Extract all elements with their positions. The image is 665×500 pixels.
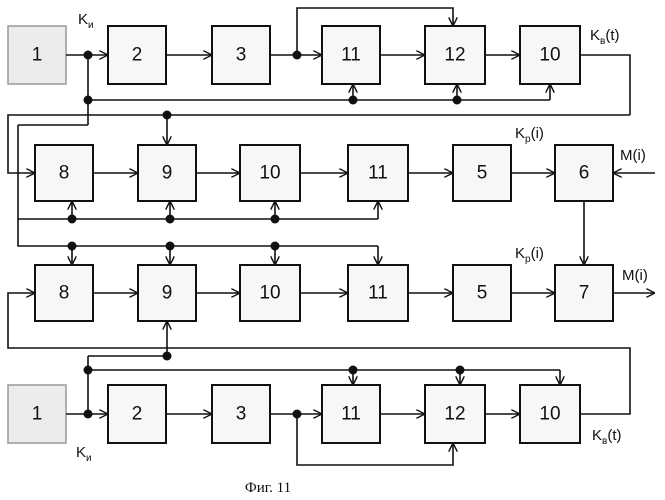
- block-r1-2-label: 2: [132, 45, 143, 66]
- row-3: 8 9 10 11 5 7: [8, 219, 655, 405]
- block-r2-8-label: 8: [59, 163, 70, 184]
- block-r4-11-label: 11: [341, 404, 361, 425]
- block-r3-7-label: 7: [579, 283, 590, 304]
- label-m-output: M(i): [622, 267, 648, 284]
- block-r1-12-label: 12: [444, 45, 465, 66]
- block-r1-10-label: 10: [539, 45, 560, 66]
- block-r1-3-label: 3: [236, 45, 247, 66]
- block-r2-5-label: 5: [477, 163, 488, 184]
- label-kr-row2: Kр(i): [515, 125, 544, 145]
- row-1: 1 2 3 11 12 10: [8, 8, 630, 115]
- block-r4-12-label: 12: [444, 404, 465, 425]
- block-r3-8-label: 8: [59, 283, 70, 304]
- block-r1-11-label: 11: [341, 45, 361, 66]
- block-r4-3-label: 3: [236, 404, 247, 425]
- block-r4-2-label: 2: [132, 404, 143, 425]
- block-r3-9-label: 9: [162, 283, 173, 304]
- row-2: 8 9 10 11 5 6: [8, 100, 655, 265]
- label-kr-row3: Kр(i): [515, 245, 544, 265]
- figure-caption: Фиг. 11: [245, 480, 291, 496]
- label-kv-bottom: Kв(t): [592, 427, 622, 447]
- block-r4-1-label: 1: [32, 404, 43, 425]
- block-r1-1-label: 1: [32, 45, 43, 66]
- label-ki-bottom: Kи: [76, 444, 92, 464]
- block-r2-11-label: 11: [368, 163, 388, 184]
- label-m-input: M(i): [620, 147, 646, 164]
- block-r2-10-label: 10: [259, 163, 280, 184]
- block-r2-6-label: 6: [579, 163, 590, 184]
- block-r4-10-label: 10: [539, 404, 560, 425]
- block-r3-10-label: 10: [259, 283, 280, 304]
- block-r3-5-label: 5: [477, 283, 488, 304]
- label-kv-top: Kв(t): [590, 27, 620, 47]
- block-r3-11-label: 11: [368, 283, 388, 304]
- label-ki-top: Kи: [78, 11, 94, 31]
- row-4: 1 2 3 11 12 10: [8, 356, 630, 465]
- block-r2-9-label: 9: [162, 163, 173, 184]
